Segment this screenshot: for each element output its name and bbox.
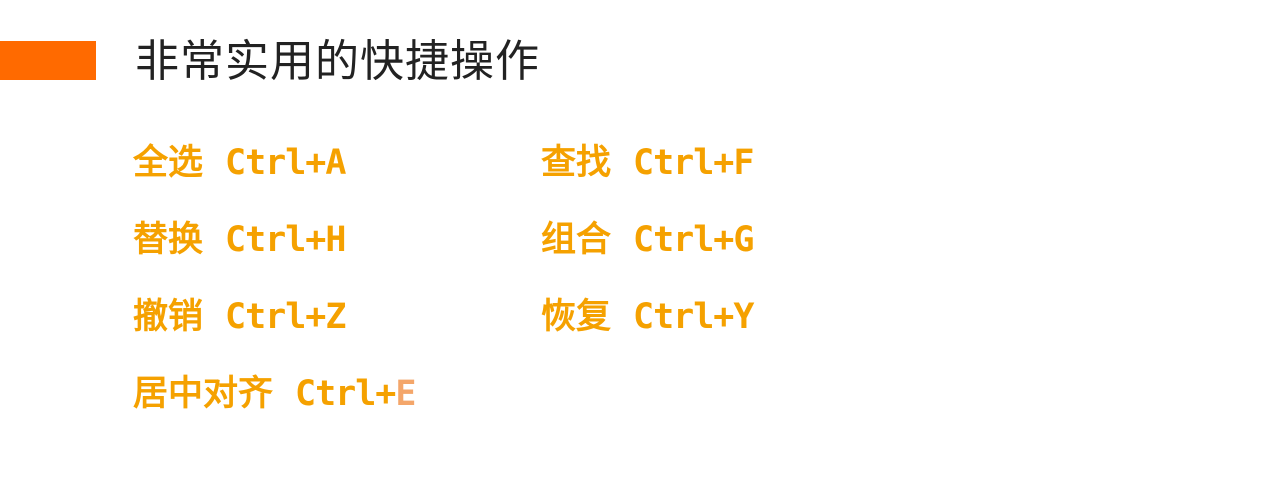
shortcut-select-all: 全选 Ctrl+A [133, 141, 346, 185]
shortcut-keys: Ctrl+Y [633, 297, 754, 337]
shortcut-name: 居中对齐 [133, 374, 274, 414]
shortcut-keys: Ctrl+G [633, 220, 754, 260]
shortcut-center-align: 居中对齐 Ctrl+E [133, 372, 416, 416]
shortcut-group: 组合 Ctrl+G [541, 218, 754, 262]
shortcut-replace: 替换 Ctrl+H [133, 218, 346, 262]
shortcut-keys: Ctrl+F [633, 143, 754, 183]
shortcut-name: 组合 [541, 220, 612, 260]
shortcut-name: 替换 [133, 220, 204, 260]
shortcut-keys: Ctrl+Z [225, 297, 346, 337]
shortcut-keys: Ctrl+E [295, 374, 416, 414]
shortcut-undo: 撤销 Ctrl+Z [133, 295, 346, 339]
shortcut-redo: 恢复 Ctrl+Y [541, 295, 754, 339]
shortcut-keys-last: E [395, 374, 416, 414]
shortcut-name: 撤销 [133, 297, 204, 337]
page-title: 非常实用的快捷操作 [135, 36, 540, 87]
shortcut-find: 查找 Ctrl+F [541, 141, 754, 185]
shortcut-name: 恢复 [541, 297, 612, 337]
shortcut-keys: Ctrl+H [225, 220, 346, 260]
shortcut-name: 全选 [133, 143, 204, 183]
shortcut-keys: Ctrl+A [225, 143, 346, 183]
title-accent-bar [0, 41, 96, 80]
shortcut-keys-prefix: Ctrl+ [295, 374, 396, 414]
shortcut-name: 查找 [541, 143, 612, 183]
